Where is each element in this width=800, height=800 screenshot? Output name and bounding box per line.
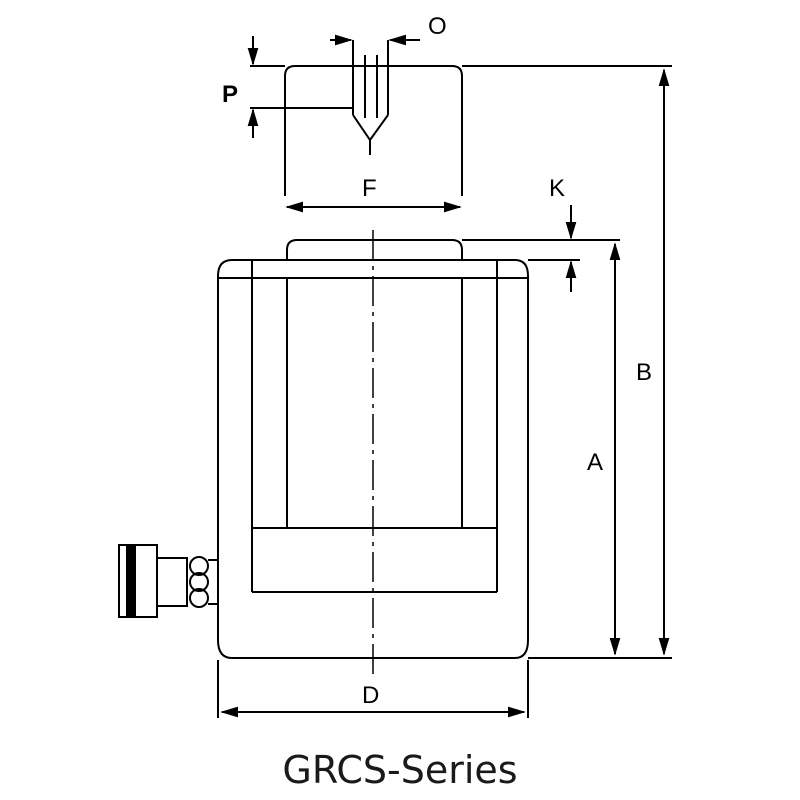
dimension-p: [247, 36, 285, 138]
label-b: B: [636, 359, 652, 386]
label-a: A: [587, 449, 603, 476]
label-p: P: [222, 81, 238, 108]
saddle-detail: [284, 40, 463, 196]
dimension-b: [462, 65, 672, 659]
series-caption: GRCS-Series: [282, 748, 518, 792]
dimension-k: [462, 205, 620, 292]
label-o: O: [428, 13, 447, 40]
label-f: F: [362, 175, 377, 202]
label-d: D: [362, 682, 379, 709]
hydraulic-coupler: [118, 544, 218, 618]
dimension-d: [217, 660, 529, 718]
label-k: K: [549, 175, 565, 202]
cylinder-body: [217, 230, 529, 675]
